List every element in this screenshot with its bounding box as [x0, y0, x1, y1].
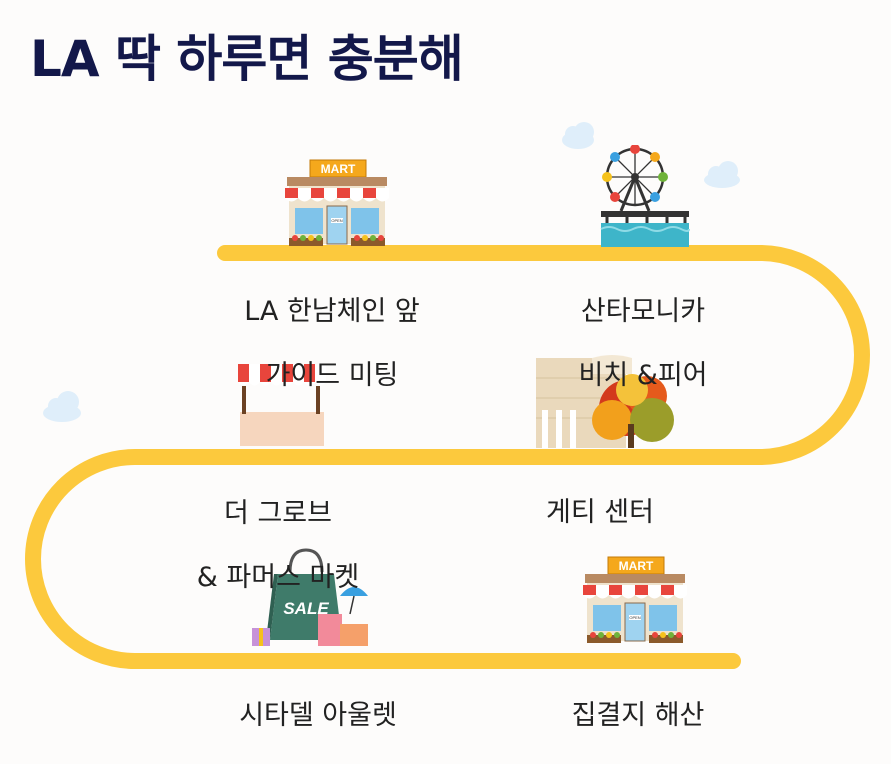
cloud-icon — [704, 161, 740, 188]
svg-text:OPEN: OPEN — [331, 218, 342, 223]
shopping-bag-sale-icon: SALE — [252, 548, 368, 646]
stop-label-line1: 시타델 아울렛 — [239, 699, 397, 731]
mart-store-icon: MART OPEN — [583, 556, 687, 643]
stop-label-the-grove: 더 그로브 & 파머스 마켓 — [178, 466, 378, 625]
stop-label-citadel-outlets: 시타델 아울렛 — [208, 668, 428, 764]
svg-text:MART: MART — [619, 559, 654, 573]
stop-label-line1: 집결지 해산 — [571, 699, 705, 731]
svg-text:SALE: SALE — [283, 599, 329, 618]
stop-label-line1: 산타모니카 — [580, 295, 706, 327]
stop-label-getty-center: 게티 센터 — [520, 465, 680, 561]
svg-text:MART: MART — [321, 162, 356, 176]
market-stall-icon — [238, 364, 326, 446]
page-title: LA 딱 하루면 충분해 — [30, 30, 464, 88]
svg-text:OPEN: OPEN — [629, 615, 640, 620]
museum-autumn-tree-icon — [536, 355, 674, 448]
mart-store-icon: MART OPEN — [285, 159, 389, 246]
stop-label-line1: LA 한남체인 앞 — [244, 295, 420, 327]
stop-label-line1: 더 그로브 — [224, 497, 332, 529]
cloud-icon — [43, 391, 81, 422]
stop-label-line2: 가이드 미팅 — [265, 359, 399, 391]
stop-label-line2: & 파머스 마켓 — [196, 561, 360, 593]
ferris-wheel-pier-icon — [600, 145, 690, 247]
stop-label-line1: 게티 센터 — [546, 496, 654, 528]
stop-label-dismissal-point: 집결지 해산 — [548, 668, 728, 764]
stop-label-santa-monica: 산타모니카 비치 &피어 — [548, 264, 738, 423]
stop-label-hannam-chain: LA 한남체인 앞 가이드 미팅 — [222, 264, 442, 423]
stop-label-line2: 비치 &피어 — [578, 359, 708, 391]
cloud-icon — [562, 122, 594, 149]
